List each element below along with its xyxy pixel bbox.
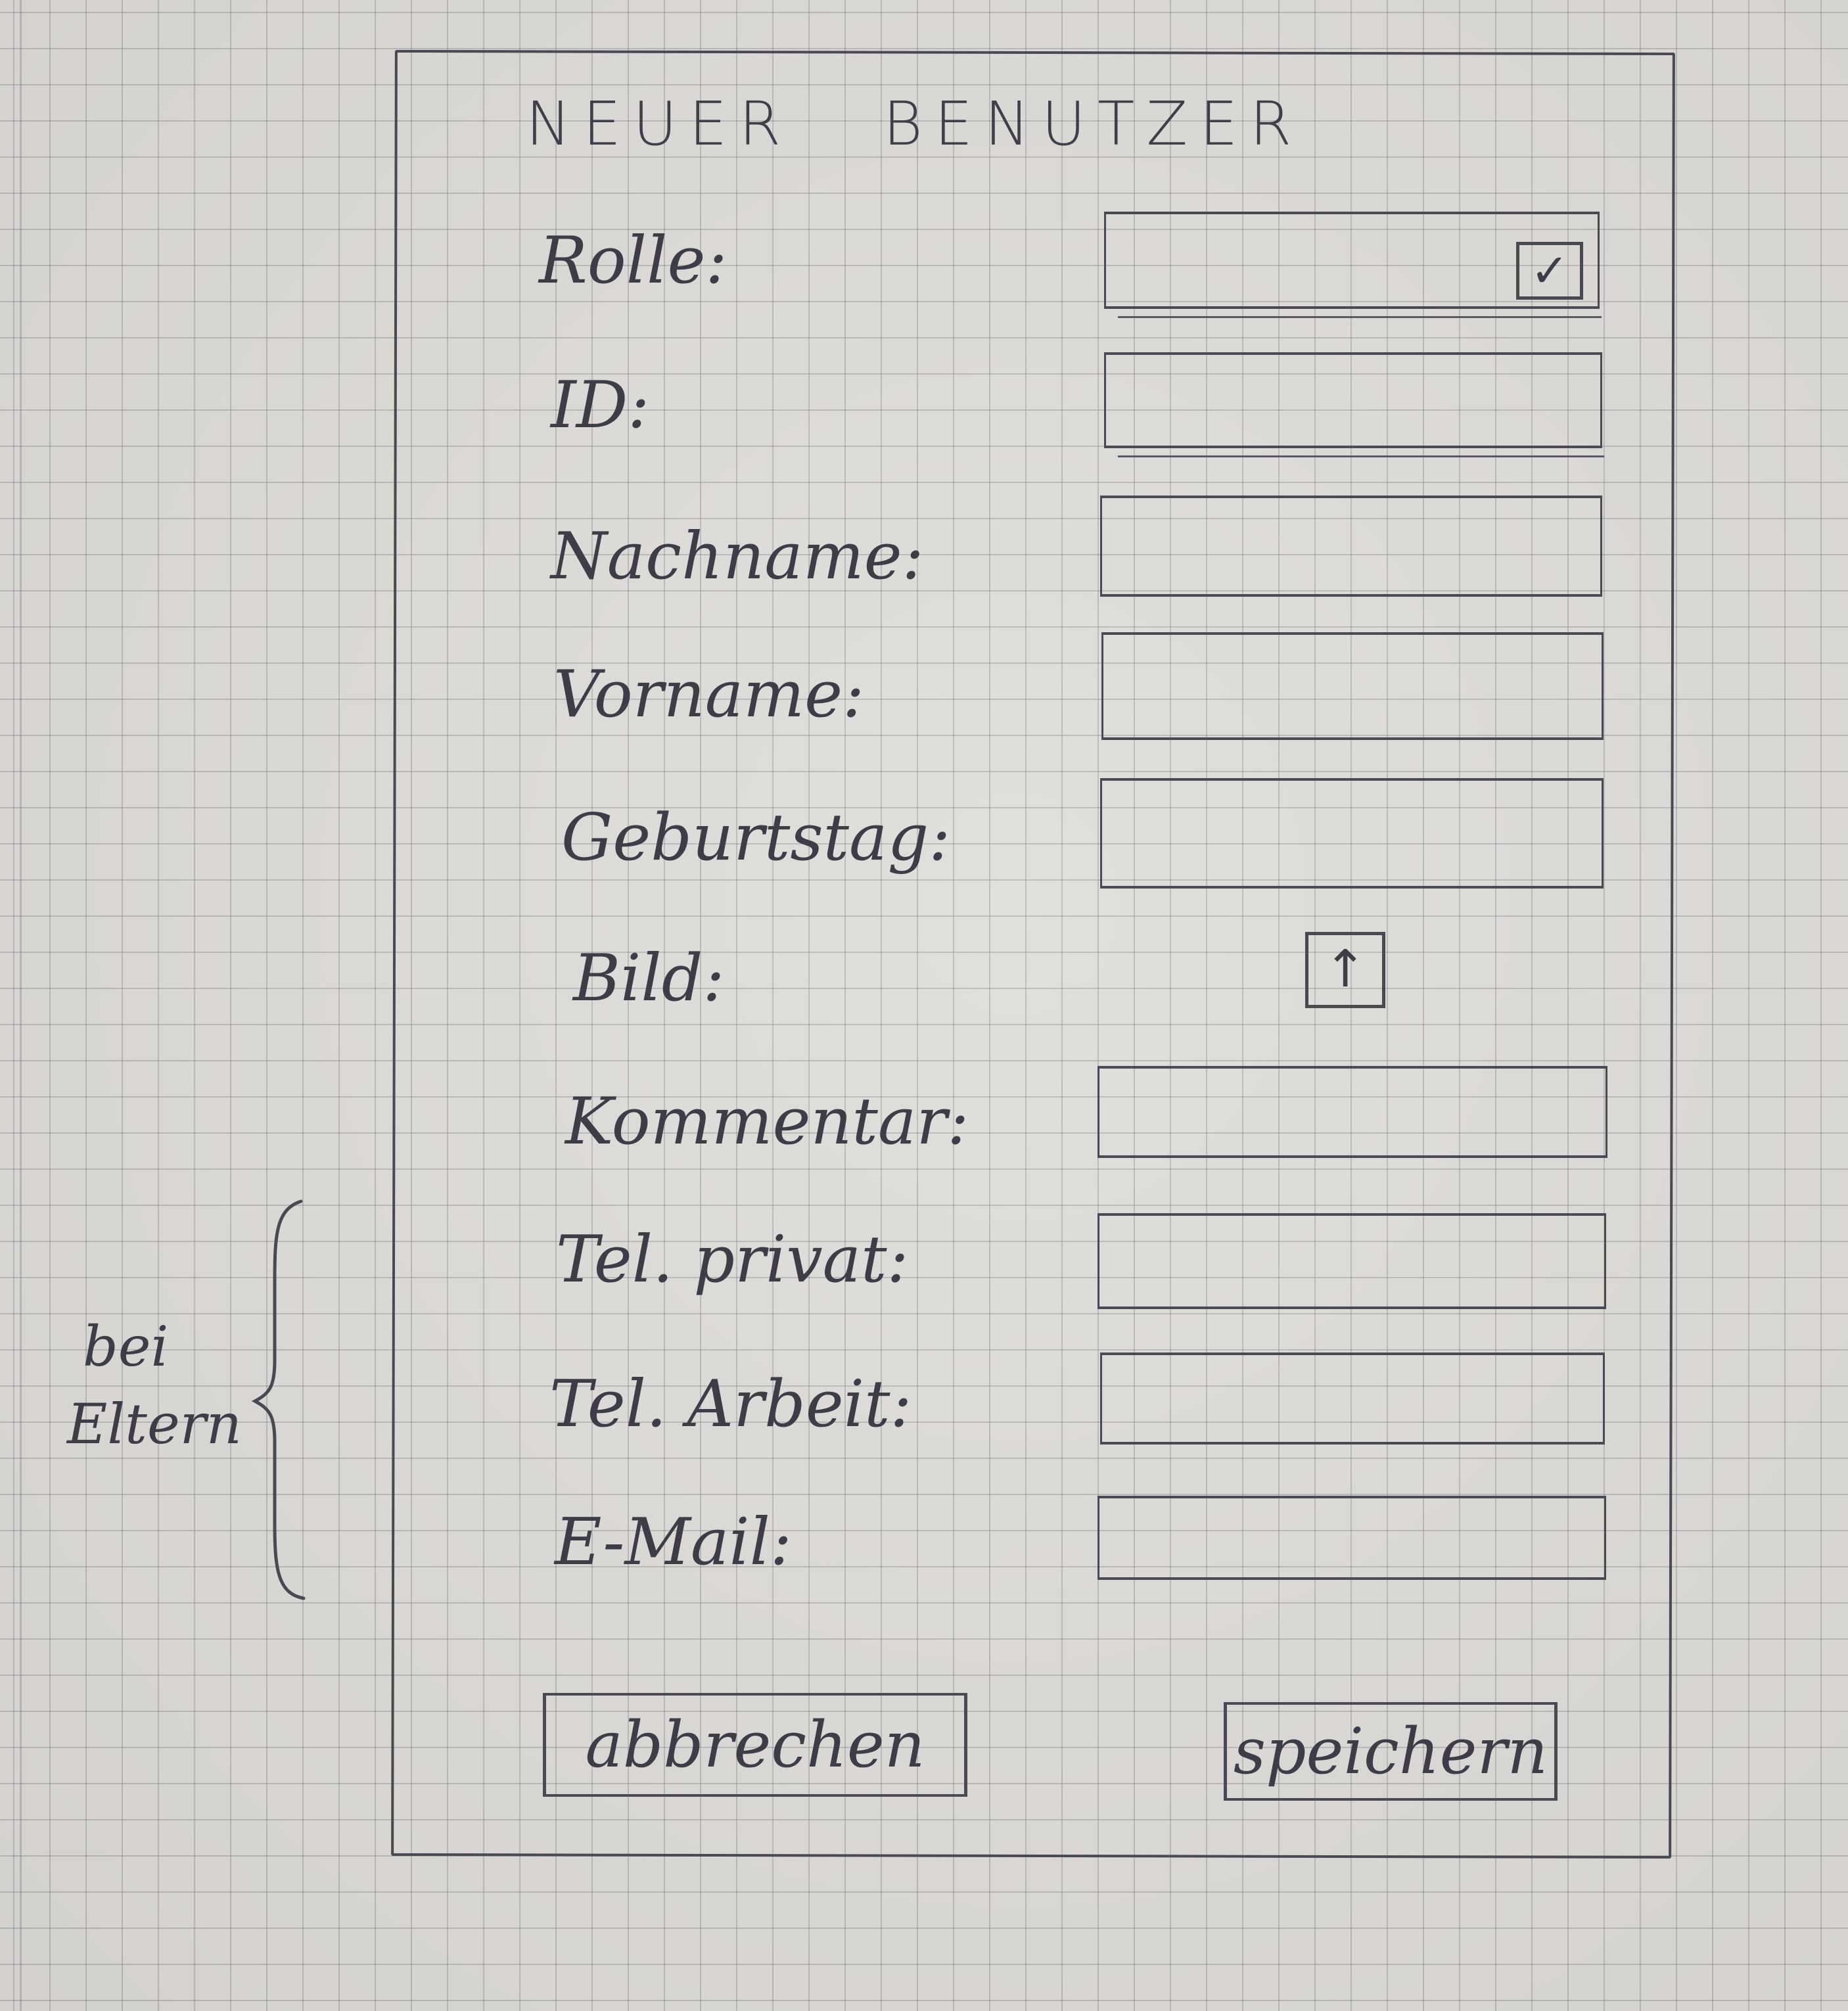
id-field[interactable] [1104, 352, 1604, 457]
upload-arrow-icon[interactable]: ↑ [1305, 932, 1385, 1008]
dialog-title: NEUER BENUTZER [526, 89, 1304, 159]
checkbox-dropdown-icon[interactable]: ✓ [1516, 242, 1583, 300]
note-line-bei: bei [83, 1314, 169, 1379]
parents-only-note: bei Eltern [67, 1308, 242, 1463]
role-label: Rolle: [539, 223, 728, 298]
email-field[interactable] [1097, 1496, 1606, 1580]
phone-private-field[interactable] [1097, 1213, 1606, 1309]
curly-brace-icon [251, 1199, 306, 1600]
cancel-button[interactable]: abbrechen [543, 1693, 967, 1797]
first-name-field[interactable] [1101, 632, 1604, 740]
id-label: ID: [551, 368, 650, 443]
comment-field[interactable] [1097, 1066, 1607, 1158]
first-name-label: Vorname: [553, 657, 865, 732]
phone-private-label: Tel. privat: [556, 1222, 909, 1297]
save-button[interactable]: speichern [1224, 1702, 1558, 1801]
paper-margin-line [20, 0, 22, 2011]
last-name-field[interactable] [1100, 496, 1602, 597]
note-line-eltern: Eltern [67, 1392, 242, 1456]
last-name-label: Nachname: [551, 519, 924, 594]
role-dropdown[interactable]: ✓ [1104, 212, 1602, 318]
email-label: E-Mail: [555, 1505, 792, 1580]
birthday-field[interactable] [1100, 778, 1604, 889]
picture-label: Bild: [573, 941, 725, 1016]
phone-work-label: Tel. Arbeit: [549, 1367, 912, 1442]
birthday-label: Geburtstag: [561, 800, 951, 875]
phone-work-field[interactable] [1100, 1352, 1605, 1445]
comment-label: Kommentar: [565, 1084, 969, 1159]
